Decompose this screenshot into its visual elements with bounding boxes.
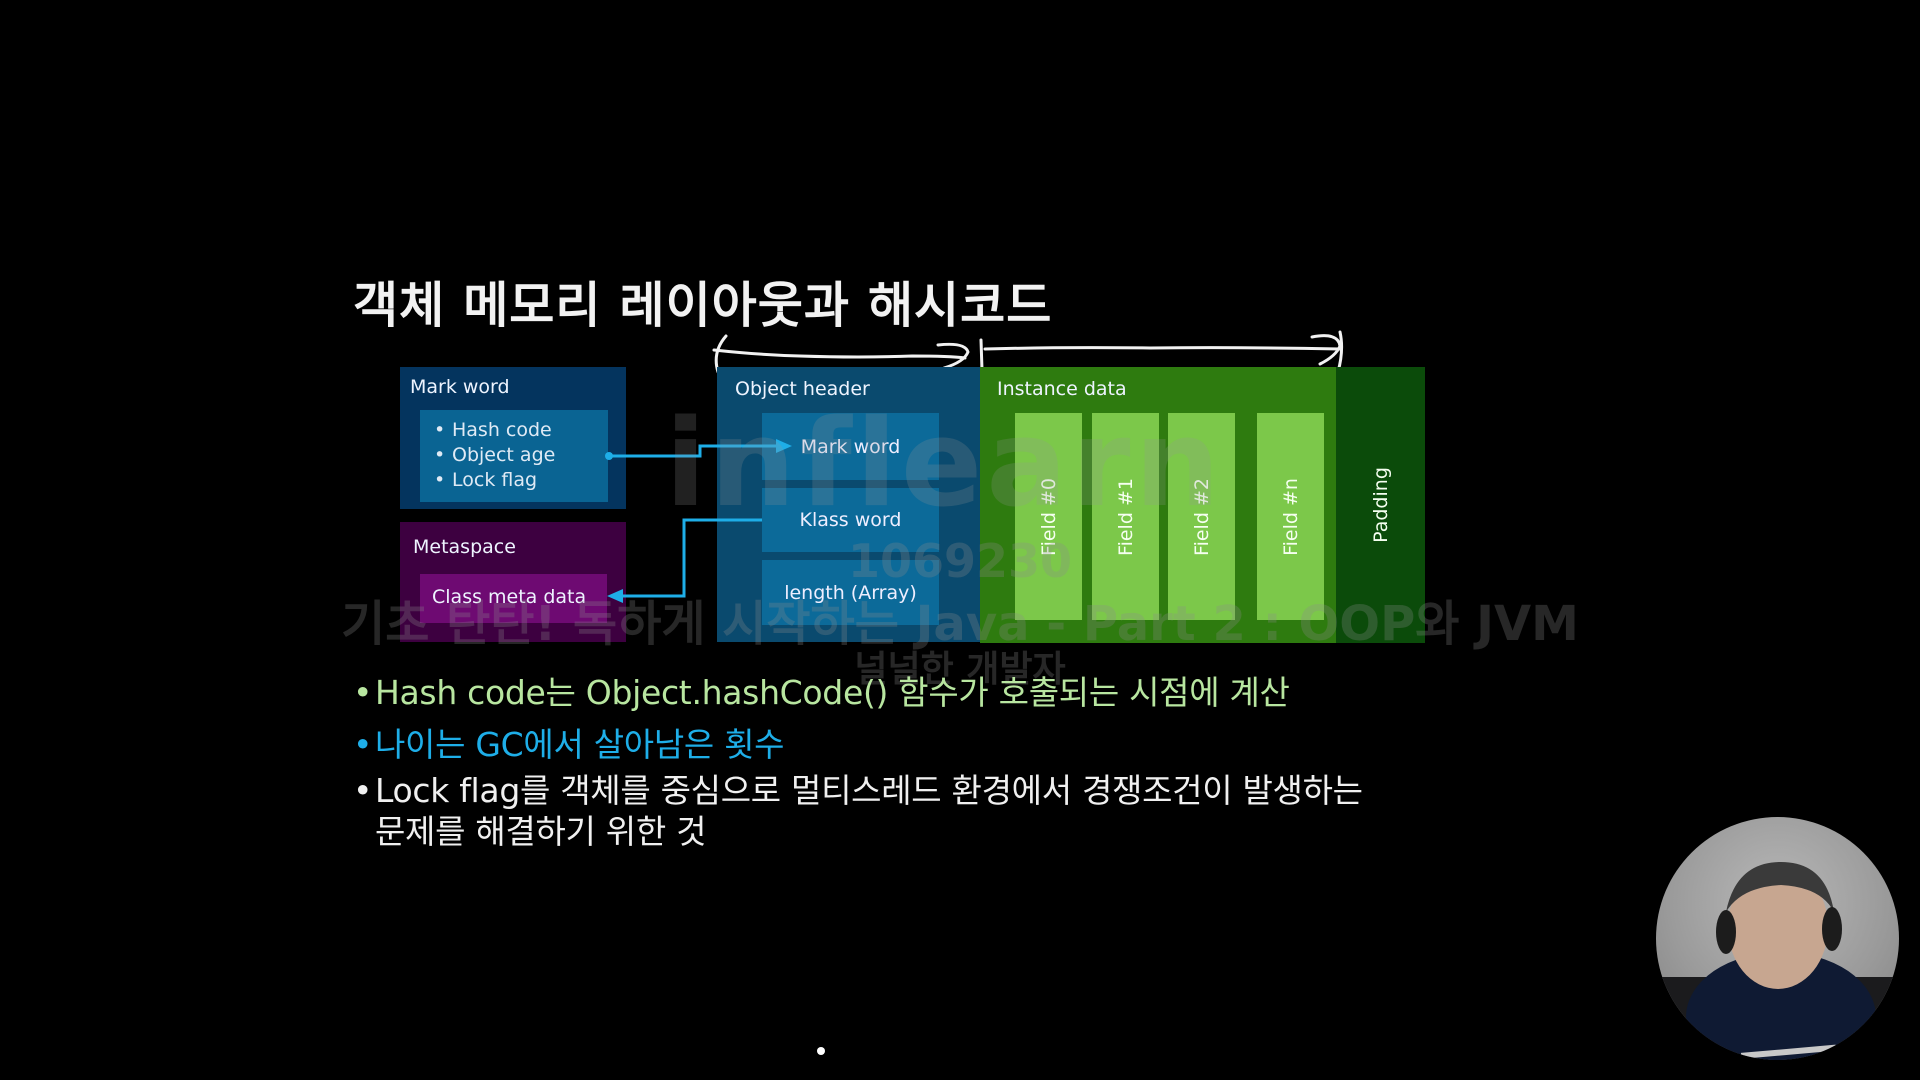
mark-word-contents: Hash code Object age Lock flag	[420, 410, 608, 502]
watermark-course-title: 기초 탄탄! 독하게 시작하는 Java - Part 2 : OOP와 JVM	[341, 596, 1579, 652]
arrowhead-to-mark-word	[776, 439, 792, 453]
mark-word-box-title: Mark word	[410, 376, 510, 398]
header-klass-word-cell: Klass word	[762, 488, 939, 552]
class-meta-data-box: Class meta data	[420, 574, 607, 623]
arrowhead-to-class-meta	[607, 589, 623, 603]
presenter-silhouette-icon	[1656, 862, 1899, 1060]
header-length-cell: length (Array)	[762, 560, 939, 625]
slide-title: 객체 메모리 레이아웃과 해시코드	[353, 277, 1053, 334]
instance-data-title: Instance data	[997, 378, 1127, 400]
field-n: Field #n	[1257, 413, 1324, 620]
metaspace-title: Metaspace	[413, 536, 516, 558]
klass-word-connector	[622, 518, 762, 598]
connector-start-dot	[605, 452, 613, 460]
padding-box: Padding	[1336, 367, 1425, 643]
watermark-user-id: 1069230	[847, 534, 1073, 588]
watermark-author: 널널한 개발자	[854, 649, 1066, 690]
mark-word-list: Hash code Object age Lock flag	[426, 418, 555, 493]
inflearn-watermark-logo: inflearn	[665, 395, 1224, 534]
list-item: Hash code	[426, 418, 555, 443]
class-meta-data-label: Class meta data	[432, 586, 587, 608]
mark-word-connector	[609, 444, 778, 458]
point-lock-flag: •Lock flag를 객체를 중심으로 멀티스레드 환경에서 경쟁조건이 발생…	[353, 771, 1363, 851]
field-2: Field #2	[1168, 413, 1235, 620]
point-age: •나이는 GC에서 살아남은 횟수	[353, 725, 785, 764]
list-item: Lock flag	[426, 468, 555, 493]
object-header-title: Object header	[735, 378, 870, 400]
instance-data-span-arrow	[979, 330, 1344, 374]
field-0: Field #0	[1015, 413, 1082, 620]
slide-indicator-dot	[817, 1047, 825, 1055]
list-item: Object age	[426, 443, 555, 468]
field-1: Field #1	[1092, 413, 1159, 620]
header-mark-word-cell: Mark word	[762, 413, 939, 480]
point-hash-code: •Hash code는 Object.hashCode() 함수가 호출되는 시…	[353, 673, 1290, 712]
presenter-webcam	[1656, 817, 1899, 1060]
